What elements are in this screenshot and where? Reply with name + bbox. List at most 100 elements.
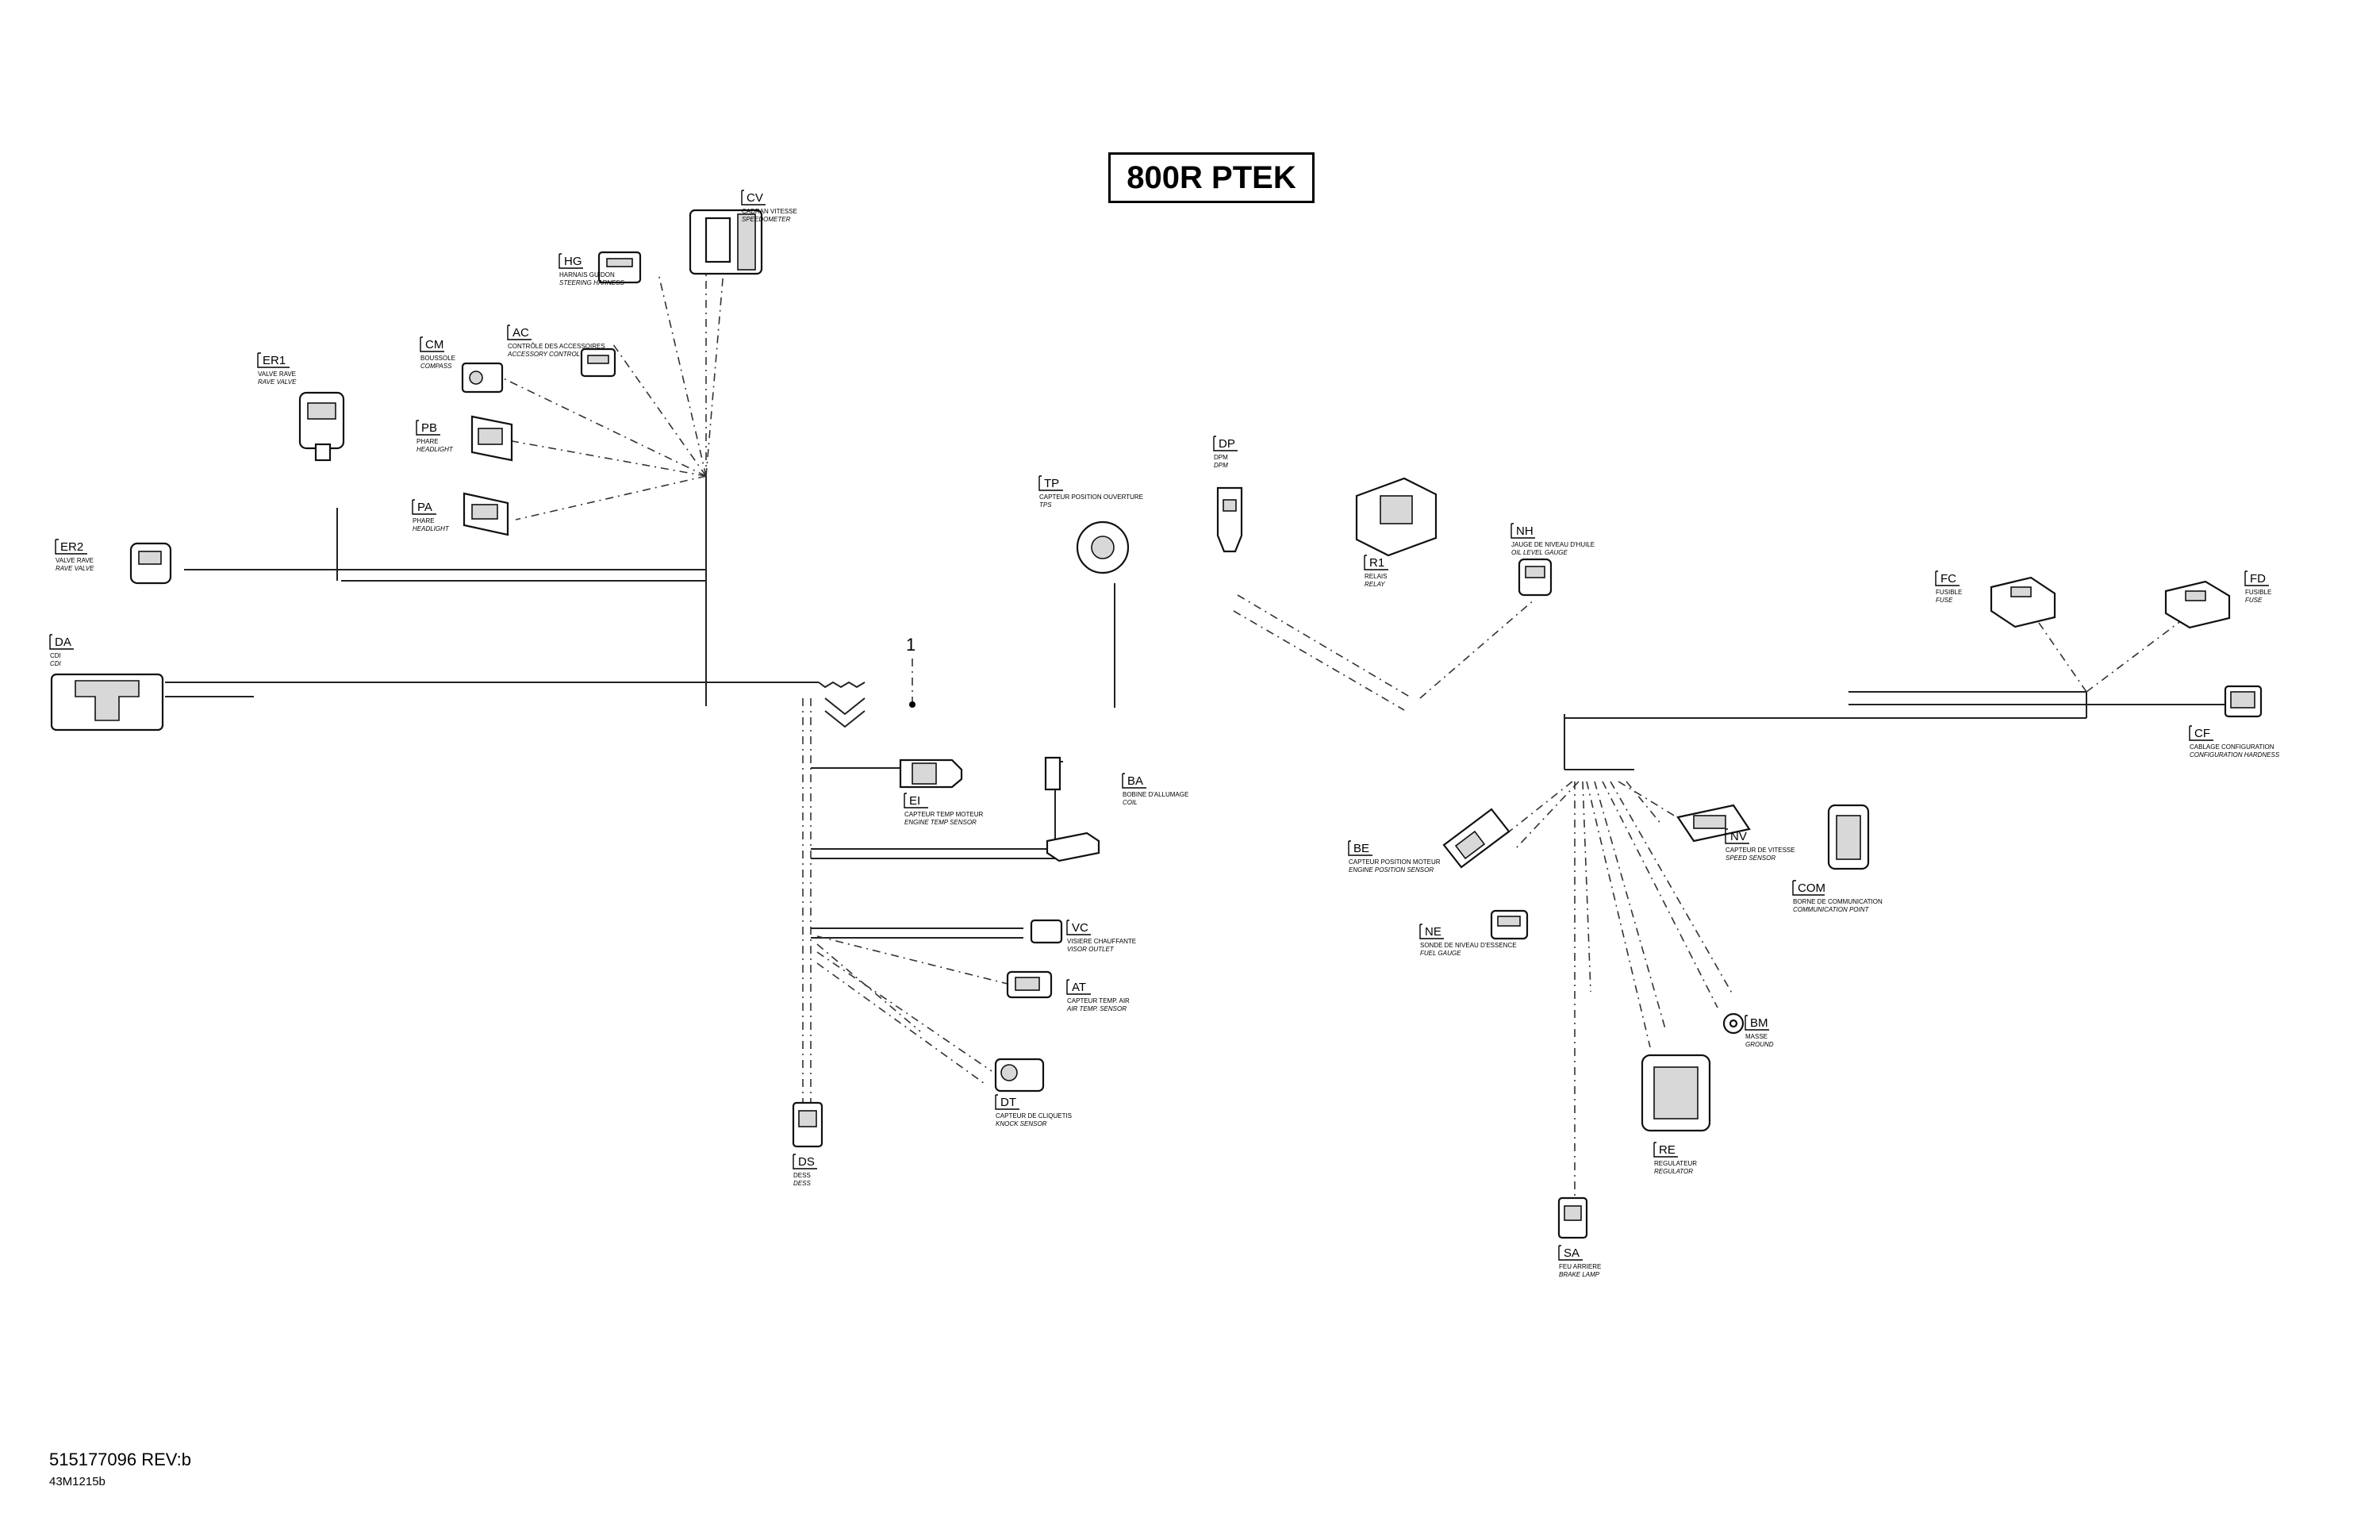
connector-name-en: SPEED SENSOR (1726, 854, 1775, 862)
connector-code-frame (1038, 475, 1063, 491)
connector-name-en: BRAKE LAMP (1559, 1271, 1600, 1278)
connector-code-frame (1725, 828, 1749, 844)
connector-name-fr: BOUSSOLE (420, 355, 455, 362)
connector-code-frame (2189, 725, 2213, 741)
connector-code-frame (412, 499, 436, 515)
connector-code-frame (1066, 979, 1091, 995)
connector-code: BA (1127, 774, 1143, 788)
connector-name-fr: VISIERE CHAUFFANTE (1067, 938, 1136, 945)
connector-code: CF (2194, 727, 2210, 740)
connector-name-fr: CAPTEUR DE CLIQUETIS (996, 1112, 1072, 1119)
connector-name-en: FUSE (2245, 597, 2263, 604)
tps-sensor (1076, 520, 1130, 574)
connector-name-en: ENGINE POSITION SENSOR (1349, 866, 1434, 874)
connector-name-fr: BORNE DE COMMUNICATION (1793, 898, 1883, 905)
connector-name-fr: PHARE (413, 517, 435, 524)
connector-code-frame (904, 793, 928, 808)
connector-name-fr: CAPTEUR POSITION OUVERTURE (1039, 493, 1143, 501)
connector-name-en: SPEEDOMETER (742, 216, 791, 223)
ground-terminal (1722, 1012, 1745, 1035)
connector-name-en: FUEL GAUGE (1420, 950, 1461, 957)
connector-code-frame (1935, 570, 1960, 586)
connector-name-fr: MASSE (1745, 1033, 1768, 1040)
oil-level-gauge-connector (1518, 558, 1553, 597)
connector-name-fr: DESS (793, 1172, 811, 1179)
steering-harness-connector (597, 251, 642, 284)
knock-sensor (994, 1058, 1045, 1093)
connector-code-frame (1558, 1245, 1583, 1261)
connector-name-fr: JAUGE DE NIVEAU D'HUILE (1511, 541, 1595, 548)
connector-name-en: REGULATOR (1654, 1168, 1693, 1175)
connector-name-fr: BOBINE D'ALLUMAGE (1123, 791, 1188, 798)
drawing-number: 43M1215b (49, 1475, 106, 1488)
connector-name-fr: CONTRÔLE DES ACCESSOIRES (508, 343, 605, 350)
connector-name-en: AIR TEMP. SENSOR (1066, 1005, 1127, 1012)
connector-name-fr: FEU ARRIERE (1559, 1263, 1601, 1270)
connector-code: DS (798, 1155, 815, 1169)
connector-name-en: HEADLIGHT (413, 525, 450, 532)
connector-name-fr: CAPTEUR POSITION MOTEUR (1349, 858, 1441, 866)
connector-name-fr: FUSIBLE (1936, 589, 1962, 596)
connector-code: EI (909, 794, 920, 808)
connector-code-frame (416, 420, 440, 436)
connector-name-en: DESS (793, 1180, 811, 1187)
connector-name-fr: DPM (1214, 454, 1228, 461)
connector-name-fr: VALVE RAVE (258, 371, 296, 378)
connector-name-en: TPS (1039, 501, 1052, 509)
connector-name-en: DPM (1214, 462, 1228, 469)
connector-code-frame (559, 253, 583, 269)
connector-code-frame (1419, 924, 1444, 939)
connector-code: R1 (1369, 556, 1384, 570)
ignition-coil-bracket (1044, 756, 1061, 791)
dess-connector (792, 1101, 823, 1148)
connector-name-fr: CDI (50, 652, 61, 659)
part-number: 515177096 REV:b (49, 1450, 191, 1469)
connector-name-fr: RELAIS (1365, 573, 1387, 580)
connector-code-frame (1066, 920, 1091, 935)
brake-lamp-connector (1557, 1196, 1588, 1239)
headlight-connector-pa (463, 492, 509, 536)
model-title: 800R PTEK (1108, 152, 1315, 203)
configuration-hardness-connector (2224, 685, 2263, 718)
connector-code: BM (1750, 1016, 1768, 1030)
connector-name-en: COMPASS (420, 363, 452, 370)
connector-name-en: ACCESSORY CONTROL (507, 351, 580, 358)
connector-name-fr: SONDE DE NIVEAU D'ESSENCE (1420, 942, 1517, 949)
connector-name-fr: CADRAN VITESSE (742, 208, 797, 215)
connector-code: NE (1425, 925, 1441, 939)
fuse-holder-fc (1990, 576, 2056, 628)
connector-code: AC (512, 326, 529, 340)
connector-name-en: FUSE (1936, 597, 1953, 604)
connector-code-frame (1364, 555, 1388, 570)
connector-code: BE (1353, 842, 1369, 855)
connector-name-fr: CAPTEUR DE VITESSE (1726, 847, 1795, 854)
connector-code-frame (1792, 880, 1825, 896)
engine-position-sensor (1442, 808, 1511, 869)
connector-code: CV (747, 191, 763, 205)
connector-code-frame (55, 539, 87, 555)
connector-name-fr: VALVE RAVE (56, 557, 94, 564)
dpm-sensor (1216, 486, 1243, 553)
cdi-module (50, 673, 164, 732)
connector-code: DP (1219, 437, 1235, 451)
connector-name-fr: CAPTEUR TEMP MOTEUR (904, 811, 983, 818)
